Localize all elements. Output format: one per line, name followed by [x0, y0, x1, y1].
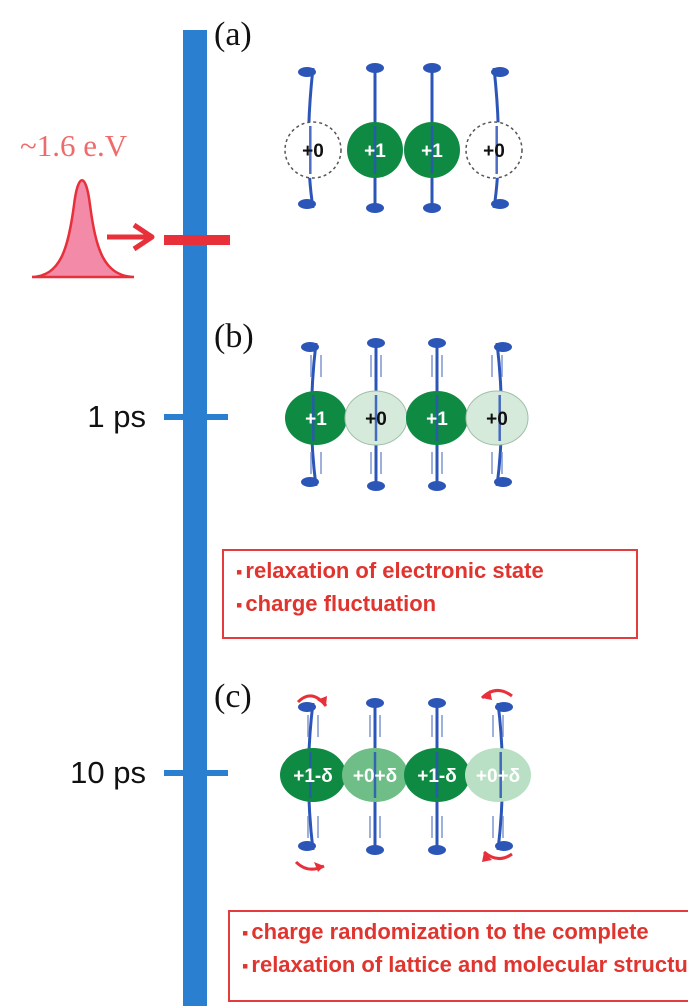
note-box-randomization: ▪charge randomization to the complete ▪r…	[228, 910, 688, 1002]
panel-b-label: (b)	[214, 318, 254, 355]
pump-marker	[164, 235, 230, 245]
molecule-end-cap	[298, 702, 316, 712]
molecule-end-cap	[491, 199, 509, 209]
note-box-relaxation: ▪relaxation of electronic state ▪charge …	[222, 549, 638, 639]
charge-label: +1-δ	[417, 766, 457, 787]
molecule-chain-b: +1 +0 +1 +0	[285, 338, 529, 491]
panel-c-label: (c)	[214, 678, 252, 715]
charge-label: +1	[305, 409, 327, 430]
tick-mark-10ps	[164, 770, 228, 776]
charge-label: +1	[364, 141, 386, 162]
molecule-end-cap	[301, 477, 319, 487]
rotation-arrows	[294, 689, 513, 872]
note-line: ▪relaxation of lattice and molecular str…	[242, 949, 688, 982]
molecule-end-cap	[298, 67, 316, 77]
rotation-arrowhead	[482, 852, 492, 862]
molecule-end-cap	[366, 698, 384, 708]
charge-label: +0	[302, 141, 324, 162]
tick-label-10ps: 10 ps	[70, 755, 146, 790]
charge-label: +0+δ	[476, 766, 520, 787]
molecule-end-cap	[428, 845, 446, 855]
molecule-end-cap	[495, 702, 513, 712]
note-text: charge randomization to the complete	[251, 919, 649, 944]
molecule-end-cap	[298, 199, 316, 209]
charge-site	[465, 121, 523, 179]
molecule-end-cap	[298, 841, 316, 851]
molecule-end-cap	[366, 63, 384, 73]
rotation-arrowhead	[482, 690, 492, 700]
note-text: relaxation of electronic state	[245, 558, 544, 583]
note-text: charge fluctuation	[245, 591, 437, 616]
molecule-end-cap	[494, 342, 512, 352]
pump-pulse-shape	[31, 179, 135, 279]
panel-a-label: (a)	[214, 16, 252, 53]
timeline-axis	[183, 30, 207, 1006]
molecule-end-cap	[367, 338, 385, 348]
pump-arrow	[107, 222, 155, 252]
molecule-end-cap	[428, 338, 446, 348]
molecule-end-cap	[366, 203, 384, 213]
charge-site	[285, 391, 347, 445]
charge-label: +1-δ	[293, 766, 333, 787]
molecule-end-cap	[301, 342, 319, 352]
charge-label: +0	[365, 409, 387, 430]
charge-site	[465, 748, 531, 802]
molecule-end-cap	[428, 481, 446, 491]
rotation-arrowhead	[317, 696, 327, 706]
charge-site	[280, 748, 346, 802]
charge-label: +1	[421, 141, 443, 162]
molecule-layer: +0 +1 +1 +0 +1 +0 +1 +0 +1-δ +0+δ +1-δ +0+δ	[280, 63, 531, 872]
note-line: ▪charge fluctuation	[236, 591, 437, 616]
molecule-end-cap	[366, 845, 384, 855]
molecule-end-cap	[423, 203, 441, 213]
molecule-end-cap	[495, 841, 513, 851]
molecule-end-cap	[367, 481, 385, 491]
charge-label: +0+δ	[353, 766, 397, 787]
tick-mark-1ps	[164, 414, 228, 420]
charge-site	[284, 121, 342, 179]
charge-label: +1	[426, 409, 448, 430]
excitation-energy-label: ~1.6 e.V	[20, 128, 128, 163]
rotation-arrowhead	[314, 862, 324, 872]
molecule-chain-c: +1-δ +0+δ +1-δ +0+δ	[280, 689, 531, 872]
molecule-chain-a: +0 +1 +1 +0	[284, 63, 523, 213]
molecule-end-cap	[491, 67, 509, 77]
charge-label: +0	[486, 409, 508, 430]
charge-site	[465, 390, 529, 446]
charge-label: +0	[483, 141, 505, 162]
note-text: relaxation of lattice and molecular stru…	[251, 952, 688, 977]
molecule-end-cap	[494, 477, 512, 487]
molecule-end-cap	[428, 698, 446, 708]
molecule-end-cap	[423, 63, 441, 73]
tick-label-1ps: 1 ps	[87, 399, 146, 434]
rotation-arrow	[483, 850, 513, 860]
note-line: ▪charge randomization to the complete	[242, 919, 649, 944]
note-line: ▪relaxation of electronic state	[236, 558, 544, 583]
